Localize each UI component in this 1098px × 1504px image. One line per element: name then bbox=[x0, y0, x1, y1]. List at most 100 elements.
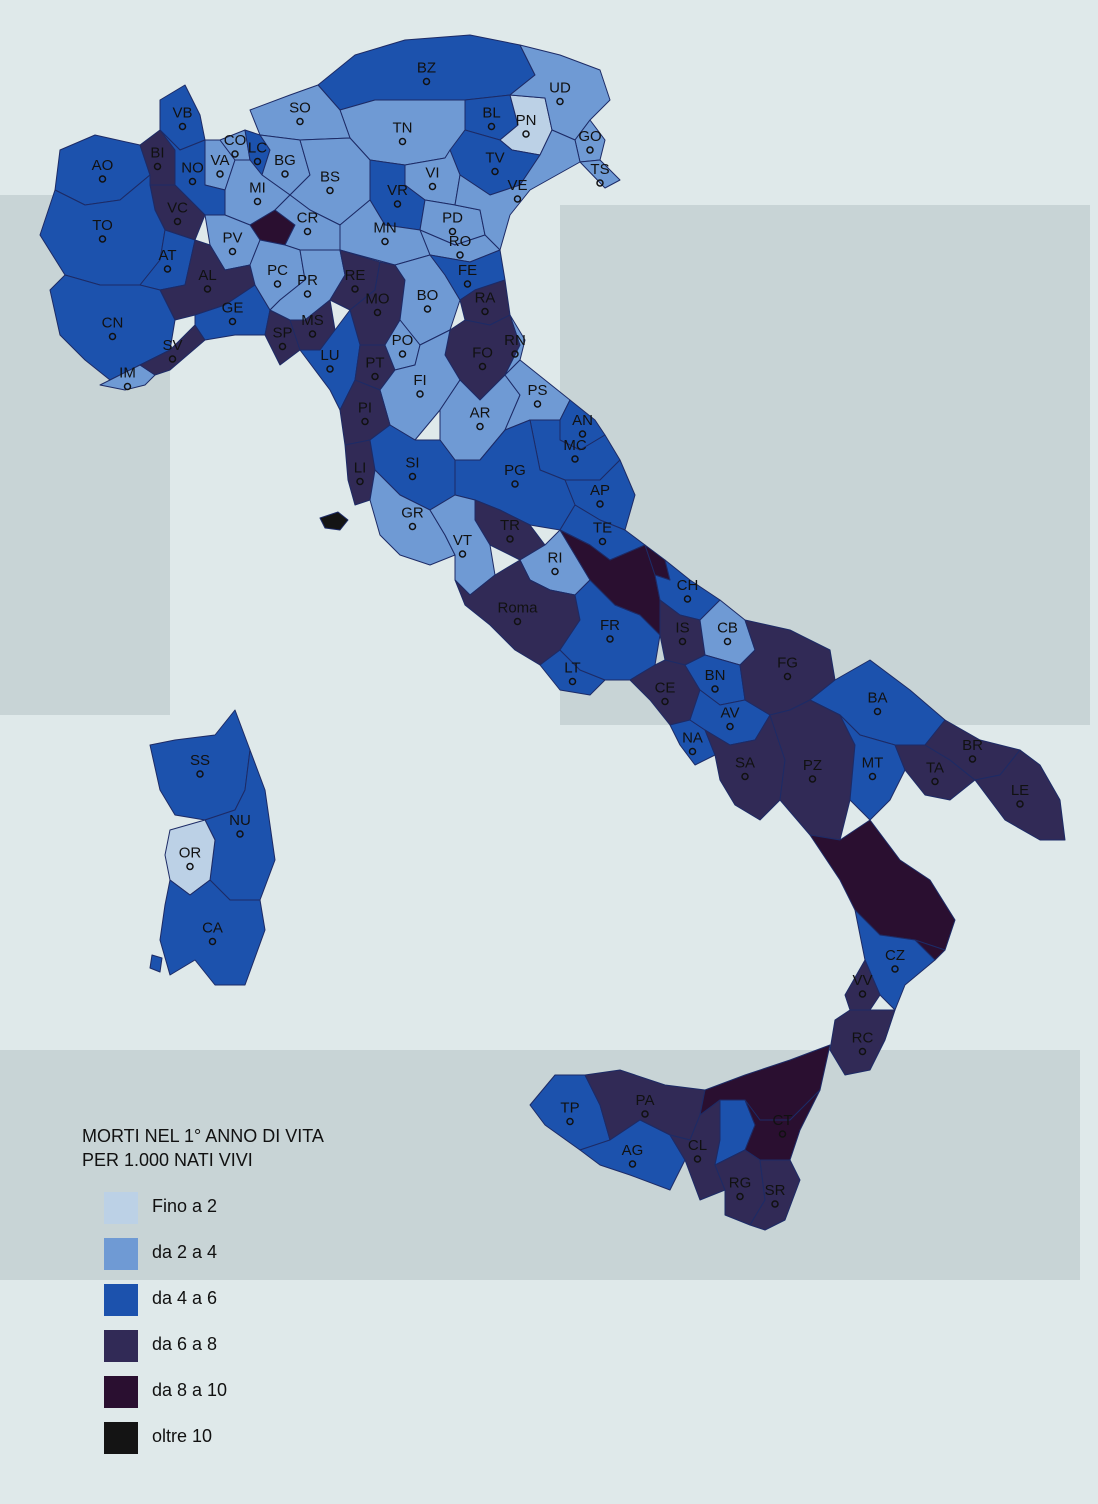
province-label: PG bbox=[504, 462, 526, 479]
province-capital-marker bbox=[968, 755, 977, 763]
province-capital-marker bbox=[566, 1117, 574, 1126]
province-label: PD bbox=[442, 210, 463, 227]
province-label: RI bbox=[548, 550, 563, 567]
province-capital-marker bbox=[281, 170, 289, 178]
province-label: SO bbox=[289, 100, 311, 117]
province-label: UD bbox=[549, 80, 571, 97]
legend-swatch bbox=[104, 1192, 138, 1224]
province-cs bbox=[809, 819, 956, 951]
province-capital-marker bbox=[511, 480, 519, 488]
province-label: BS bbox=[320, 169, 340, 186]
province-label: BL bbox=[482, 105, 500, 122]
province-label: NU bbox=[229, 812, 251, 829]
province-ca bbox=[159, 879, 266, 986]
province-label: TN bbox=[393, 120, 413, 137]
province-capital-marker bbox=[361, 417, 369, 426]
province-label: PZ bbox=[803, 757, 822, 774]
province-capital-marker bbox=[278, 342, 287, 351]
province-label: PO bbox=[392, 332, 414, 349]
province-capital-marker bbox=[168, 355, 177, 363]
province-le bbox=[974, 749, 1066, 841]
province-mt bbox=[839, 714, 906, 821]
province-capital-marker bbox=[641, 1110, 649, 1118]
province-label: PT bbox=[365, 355, 384, 372]
province-capital-marker bbox=[216, 170, 224, 178]
province-label: VI bbox=[425, 165, 439, 182]
province-ts bbox=[579, 159, 621, 189]
province-capital-marker bbox=[196, 770, 204, 778]
province-label: BG bbox=[274, 152, 296, 169]
province-capital-marker bbox=[178, 122, 187, 131]
province-capital-marker bbox=[868, 772, 877, 781]
province-capital-marker bbox=[236, 830, 244, 838]
province-label: TO bbox=[92, 217, 113, 234]
province-capital-marker bbox=[476, 422, 484, 431]
province-capital-marker bbox=[891, 965, 899, 973]
province-capital-marker bbox=[931, 777, 939, 786]
province-label: RO bbox=[449, 233, 472, 250]
province-label: AP bbox=[590, 482, 610, 499]
province-capital-marker bbox=[98, 235, 107, 243]
province-capital-marker bbox=[448, 227, 457, 236]
province-capital-marker bbox=[326, 186, 334, 195]
province-label: RN bbox=[504, 332, 526, 349]
province-label: VB bbox=[172, 105, 192, 122]
province-capital-marker bbox=[228, 247, 237, 256]
province-label: RC bbox=[852, 1030, 874, 1047]
province-capital-marker bbox=[153, 162, 162, 171]
province-capital-marker bbox=[371, 372, 379, 381]
province-label: CE bbox=[655, 680, 676, 697]
province-capital-marker bbox=[808, 775, 817, 783]
province-capital-marker bbox=[491, 167, 499, 176]
province-capital-marker bbox=[273, 280, 282, 288]
map-legend: MORTI NEL 1° ANNO DI VITA PER 1.000 NATI… bbox=[82, 1124, 402, 1464]
legend-item: oltre 10 bbox=[82, 1418, 402, 1464]
province-capital-marker bbox=[303, 227, 312, 236]
legend-label: da 2 a 4 bbox=[152, 1242, 218, 1262]
legend-label: Fino a 2 bbox=[152, 1196, 218, 1216]
province-label: BZ bbox=[417, 60, 436, 77]
province-label: FR bbox=[600, 617, 620, 634]
province-label: IM bbox=[119, 365, 136, 382]
province-label: AT bbox=[158, 247, 176, 264]
province-capital-marker bbox=[571, 455, 579, 463]
province-capital-marker bbox=[123, 382, 132, 391]
province-label: BO bbox=[417, 287, 439, 304]
province-label: LE bbox=[1011, 782, 1029, 799]
province-capital-marker bbox=[253, 197, 262, 206]
province-label: VR bbox=[387, 182, 408, 199]
province-label: FE bbox=[458, 262, 477, 279]
province-capital-marker bbox=[556, 97, 564, 106]
province-capital-marker bbox=[513, 195, 522, 203]
province-sr bbox=[749, 1159, 801, 1231]
province-label: GE bbox=[222, 300, 244, 317]
province-capital-marker bbox=[683, 595, 692, 603]
province-capital-marker bbox=[208, 937, 217, 946]
province-label: FI bbox=[413, 372, 426, 389]
legend-label: da 6 a 8 bbox=[152, 1334, 218, 1354]
province-capital-marker bbox=[456, 251, 464, 259]
legend-item: da 6 a 8 bbox=[82, 1326, 402, 1372]
province-capital-marker bbox=[661, 697, 669, 706]
province-label: SS bbox=[190, 752, 210, 769]
province-label: PA bbox=[636, 1092, 655, 1109]
province-vv bbox=[844, 959, 881, 1011]
province-label: MT bbox=[862, 755, 884, 772]
province-capital-marker bbox=[416, 390, 424, 398]
province-capital-marker bbox=[253, 157, 262, 166]
province-label: BN bbox=[705, 667, 726, 684]
province-capital-marker bbox=[723, 637, 732, 646]
legend-item: da 2 a 4 bbox=[82, 1234, 402, 1280]
province-capital-marker bbox=[463, 280, 472, 288]
province-label: BI bbox=[150, 145, 164, 162]
province-label: MO bbox=[365, 291, 389, 308]
province-capital-marker bbox=[308, 330, 317, 338]
province-label: Roma bbox=[497, 600, 538, 617]
province-label: VC bbox=[167, 200, 188, 217]
province-label: RG bbox=[729, 1175, 752, 1192]
province-capital-marker bbox=[711, 685, 719, 693]
province-capital-marker bbox=[398, 137, 407, 146]
province-capital-marker bbox=[398, 350, 407, 358]
province-label: TS bbox=[590, 161, 609, 178]
province-capital-marker bbox=[771, 1200, 779, 1208]
